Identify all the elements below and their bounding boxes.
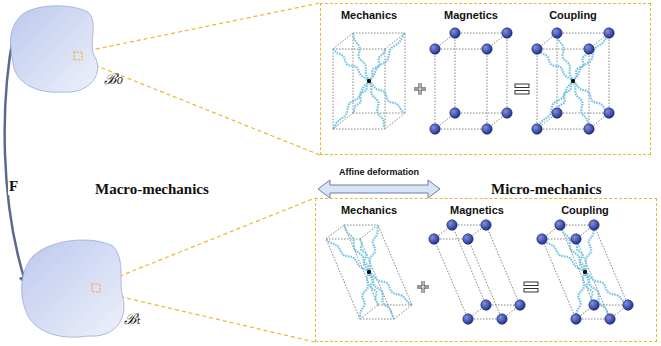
panel-heading: Mechanics (341, 9, 397, 21)
panel-heading: Coupling (549, 9, 597, 21)
micro-detail-box: Mechanics Magnetics Coupling (315, 198, 657, 342)
micro-detail-box: Mechanics Magnetics Coupling (320, 3, 651, 155)
edge-label: F (8, 178, 19, 195)
section-heading: Macro-mechanics (95, 181, 209, 198)
section-heading: Micro-mechanics (491, 181, 602, 198)
unit-cell-illustration (321, 4, 652, 156)
body-label: ℬₜ (124, 308, 141, 328)
panel-heading: Magnetics (450, 204, 504, 216)
panel-heading: Magnetics (444, 9, 498, 21)
body-configuration: ℬ₀ (8, 4, 133, 99)
zoom-leader (82, 3, 320, 155)
arrow-caption: Affine deformation (339, 167, 419, 177)
body-label: ℬ₀ (104, 68, 123, 88)
zoom-leader (100, 198, 315, 342)
unit-cell-illustration (316, 199, 658, 343)
panel-heading: Mechanics (341, 204, 397, 216)
panel-heading: Coupling (561, 204, 609, 216)
body-configuration: ℬₜ (18, 236, 153, 344)
affine-double-arrow (318, 180, 440, 198)
